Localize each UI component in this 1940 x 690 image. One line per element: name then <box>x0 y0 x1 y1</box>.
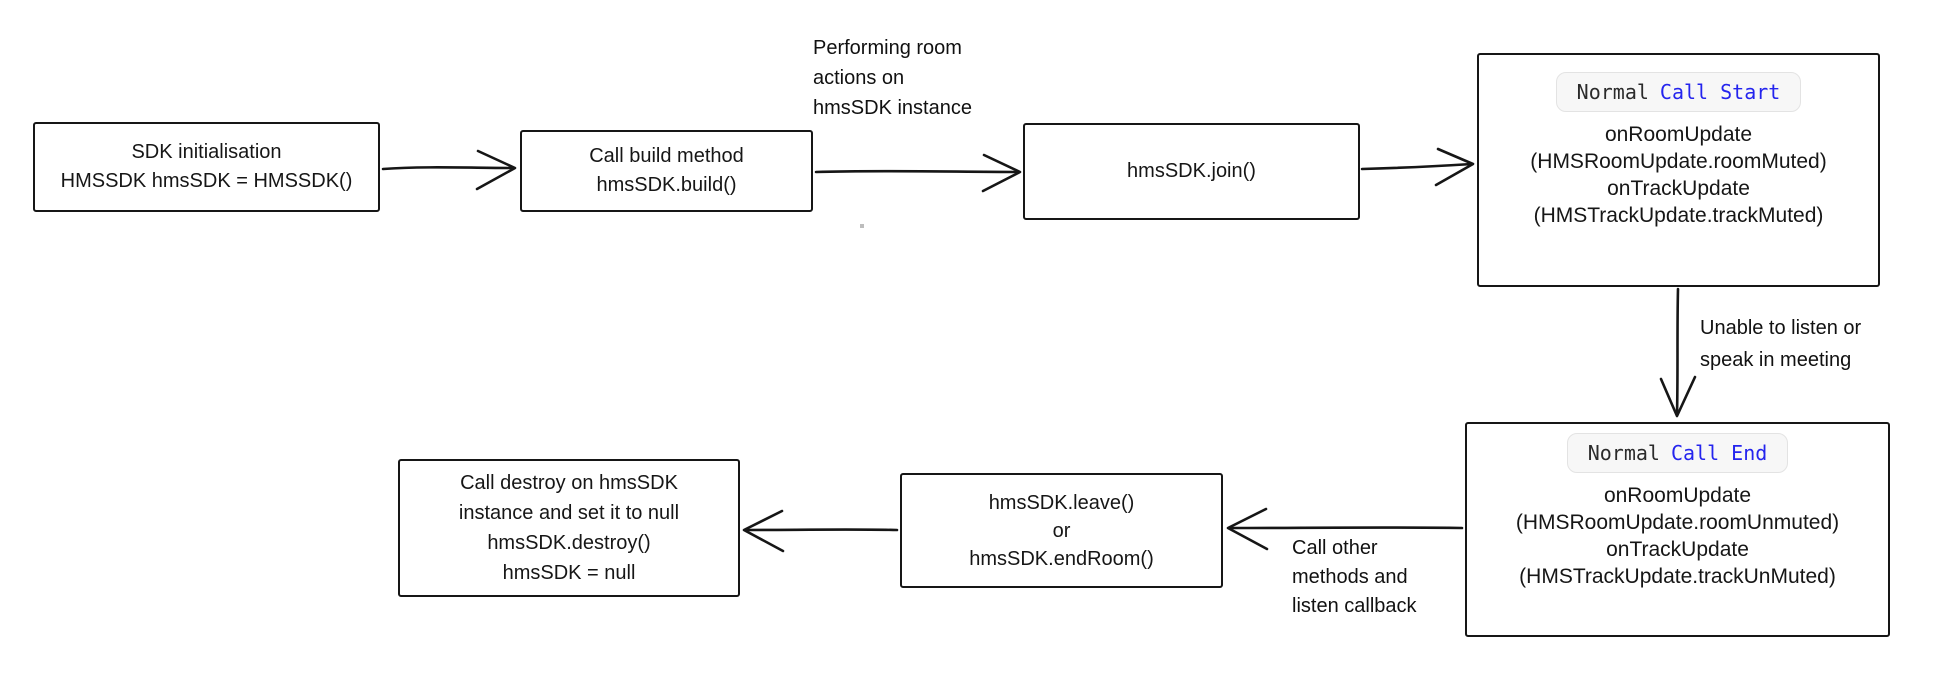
node-sdk-initialisation: SDK initialisation HMSSDK hmsSDK = HMSSD… <box>33 122 380 212</box>
node-text-line: onTrackUpdate <box>1607 177 1750 200</box>
label-line: hmsSDK instance <box>813 97 972 119</box>
label-line: listen callback <box>1292 595 1417 617</box>
arrow-init-to-build <box>381 149 517 191</box>
label-line: Call other <box>1292 537 1378 559</box>
node-text-line: (HMSTrackUpdate.trackMuted) <box>1533 204 1824 227</box>
arrow-build-to-join <box>814 153 1022 193</box>
node-leave-or-endroom: hmsSDK.leave() or hmsSDK.endRoom() <box>900 473 1223 588</box>
node-text-line: SDK initialisation <box>131 141 282 163</box>
badge-prefix: Normal <box>1576 80 1649 104</box>
label-line: actions on <box>813 67 905 89</box>
node-text-line: onRoomUpdate <box>1604 123 1753 146</box>
node-text-line: hmsSDK.join() <box>1127 160 1256 182</box>
badge-prefix: Normal <box>1587 441 1660 465</box>
label-line: Performing room <box>813 37 962 59</box>
label-line: methods and <box>1292 566 1408 588</box>
node-text-line: (HMSRoomUpdate.roomMuted) <box>1530 150 1827 173</box>
node-text-line: hmsSDK = null <box>502 562 636 584</box>
node-normal-call-start: Normal Call Start onRoomUpdate (HMSRoomU… <box>1477 53 1880 287</box>
node-text-line: onRoomUpdate <box>1603 484 1752 507</box>
label-line: Unable to listen or <box>1700 317 1862 339</box>
node-text-line: or <box>1052 519 1071 542</box>
node-text-line: HMSSDK hmsSDK = HMSSDK() <box>60 170 353 192</box>
node-text-line: Call destroy on hmsSDK <box>460 472 678 494</box>
node-destroy: Call destroy on hmsSDK instance and set … <box>398 459 740 597</box>
arrow-leave-to-destroy <box>742 509 899 553</box>
node-text-line: hmsSDK.leave() <box>988 491 1135 514</box>
node-call-build-method: Call build method hmsSDK.build() <box>520 130 813 212</box>
node-text-line: (HMSRoomUpdate.roomUnmuted) <box>1515 511 1840 534</box>
node-text-line: (HMSTrackUpdate.trackUnMuted) <box>1519 565 1836 588</box>
node-text-line: Call build method <box>589 145 744 167</box>
label-unable-to-listen: Unable to listen or speak in meeting <box>1700 312 1861 376</box>
node-normal-call-end: Normal Call End onRoomUpdate (HMSRoomUpd… <box>1465 422 1890 637</box>
node-text-line: hmsSDK.destroy() <box>487 532 651 554</box>
badge-highlight: Call Start <box>1659 80 1781 104</box>
node-join: hmsSDK.join() <box>1023 123 1360 220</box>
node-text-line: hmsSDK.endRoom() <box>969 547 1154 570</box>
stray-mark <box>860 224 864 228</box>
node-text-line: instance and set it to null <box>458 502 680 524</box>
label-performing-room-actions: Performing room actions on hmsSDK instan… <box>813 33 972 123</box>
node-text-line: onTrackUpdate <box>1606 538 1749 561</box>
label-call-other-methods: Call other methods and listen callback <box>1292 534 1417 621</box>
call-end-badge: Normal Call End <box>1566 433 1789 473</box>
arrow-call-start-to-call-end <box>1659 287 1697 418</box>
node-text-line: hmsSDK.build() <box>596 174 737 196</box>
badge-highlight: Call End <box>1670 441 1768 465</box>
call-start-badge: Normal Call Start <box>1555 72 1802 112</box>
label-line: speak in meeting <box>1700 349 1852 371</box>
arrow-join-to-call-start <box>1360 147 1475 187</box>
